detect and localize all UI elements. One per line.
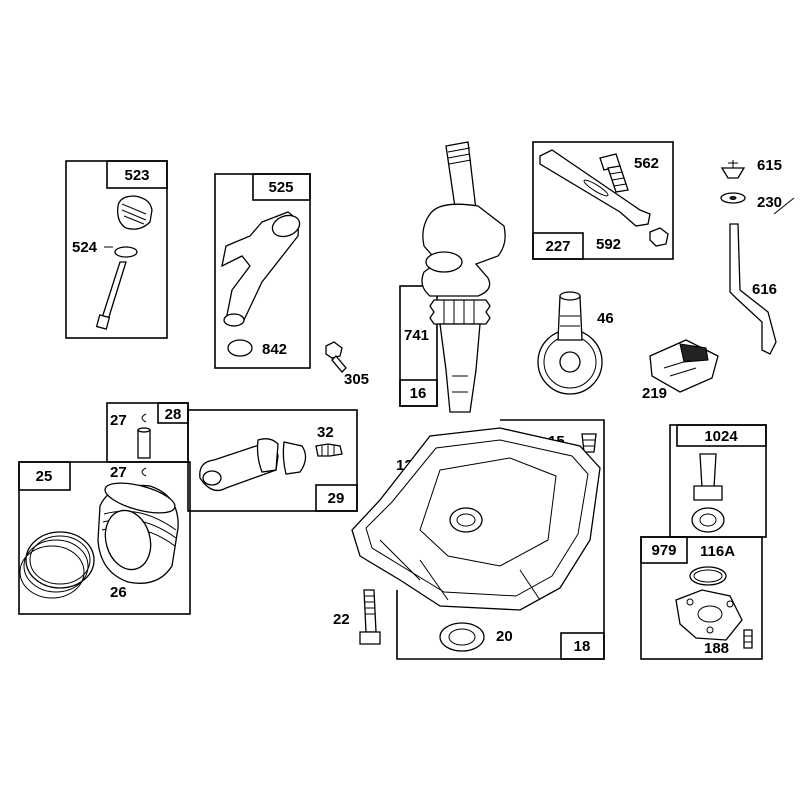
pump-shaft xyxy=(699,453,717,489)
crank-gear xyxy=(429,299,491,325)
crankcase-group: 18 15 12 22 20 xyxy=(333,419,605,660)
label-46: 46 xyxy=(597,310,614,327)
label-592: 592 xyxy=(596,236,621,253)
label-227: 227 xyxy=(545,238,570,255)
crankshaft-lower-shaft xyxy=(439,323,481,413)
governor-shaft-group: 615 230 616 xyxy=(720,157,795,355)
label-28: 28 xyxy=(165,406,182,423)
box-29 xyxy=(187,409,358,512)
label-230: 230 xyxy=(757,194,782,211)
governor-shaft-616 xyxy=(729,223,777,355)
label-27a: 27 xyxy=(110,412,127,429)
label-1024: 1024 xyxy=(704,428,738,445)
rod-bolt-32 xyxy=(315,443,343,457)
label-741: 741 xyxy=(404,327,429,344)
label-32: 32 xyxy=(317,424,334,441)
box-525-tab xyxy=(252,173,311,201)
pump-rotor xyxy=(691,507,725,533)
label-305: 305 xyxy=(344,371,369,388)
label-979: 979 xyxy=(651,542,676,559)
governor-link-group: 227 562 592 xyxy=(532,141,674,260)
label-525: 525 xyxy=(268,179,293,196)
box-523-tab xyxy=(106,160,168,189)
oil-pump-group: 1024 979 116A 188 xyxy=(640,424,767,660)
dipstick-group: 523 524 xyxy=(65,160,168,339)
crankshaft-counterweight xyxy=(421,203,506,297)
piston-group: 25 27 26 xyxy=(18,461,191,615)
label-18: 18 xyxy=(574,638,591,655)
oil-fill-tube-group: 525 842 xyxy=(214,173,311,369)
plug-15 xyxy=(581,433,597,453)
bolt-305: 305 xyxy=(325,341,369,388)
crankshaft-upper-shaft xyxy=(445,141,477,215)
box-25 xyxy=(18,461,191,615)
label-842: 842 xyxy=(262,341,287,358)
nut-592 xyxy=(649,227,669,247)
oil-seal-20 xyxy=(439,622,485,652)
label-26: 26 xyxy=(110,584,127,601)
label-616: 616 xyxy=(752,281,777,298)
dipstick-blade xyxy=(101,261,127,321)
screw-188 xyxy=(743,629,753,649)
box-979 xyxy=(640,536,763,660)
rod-cap xyxy=(282,441,307,475)
camshaft-group: 46 xyxy=(537,291,614,395)
label-16: 16 xyxy=(410,385,427,402)
label-562: 562 xyxy=(634,155,659,172)
crankshaft-group: 16 741 xyxy=(399,141,506,413)
governor-219-group: 219 xyxy=(642,339,719,402)
cap-615 xyxy=(720,167,746,179)
dipstick-cap xyxy=(117,195,153,230)
governor-lever xyxy=(539,149,651,227)
connecting-rod-group: 28 27 29 32 xyxy=(106,402,358,512)
label-22: 22 xyxy=(333,611,350,628)
label-615: 615 xyxy=(757,157,782,174)
box-227 xyxy=(532,141,674,260)
label-29: 29 xyxy=(328,490,345,507)
tube-o-ring xyxy=(227,339,253,357)
label-27b: 27 xyxy=(110,464,127,481)
label-219: 219 xyxy=(642,385,667,402)
label-20: 20 xyxy=(496,628,513,645)
crankcase-bearing xyxy=(449,507,483,533)
cam-lobe xyxy=(557,295,583,341)
label-188: 188 xyxy=(704,640,729,657)
dipstick-o-ring xyxy=(114,246,138,258)
label-523: 523 xyxy=(124,167,149,184)
label-25: 25 xyxy=(36,468,53,485)
label-524: 524 xyxy=(72,239,98,256)
piston-pin xyxy=(137,429,151,459)
label-116A: 116A xyxy=(700,543,735,560)
